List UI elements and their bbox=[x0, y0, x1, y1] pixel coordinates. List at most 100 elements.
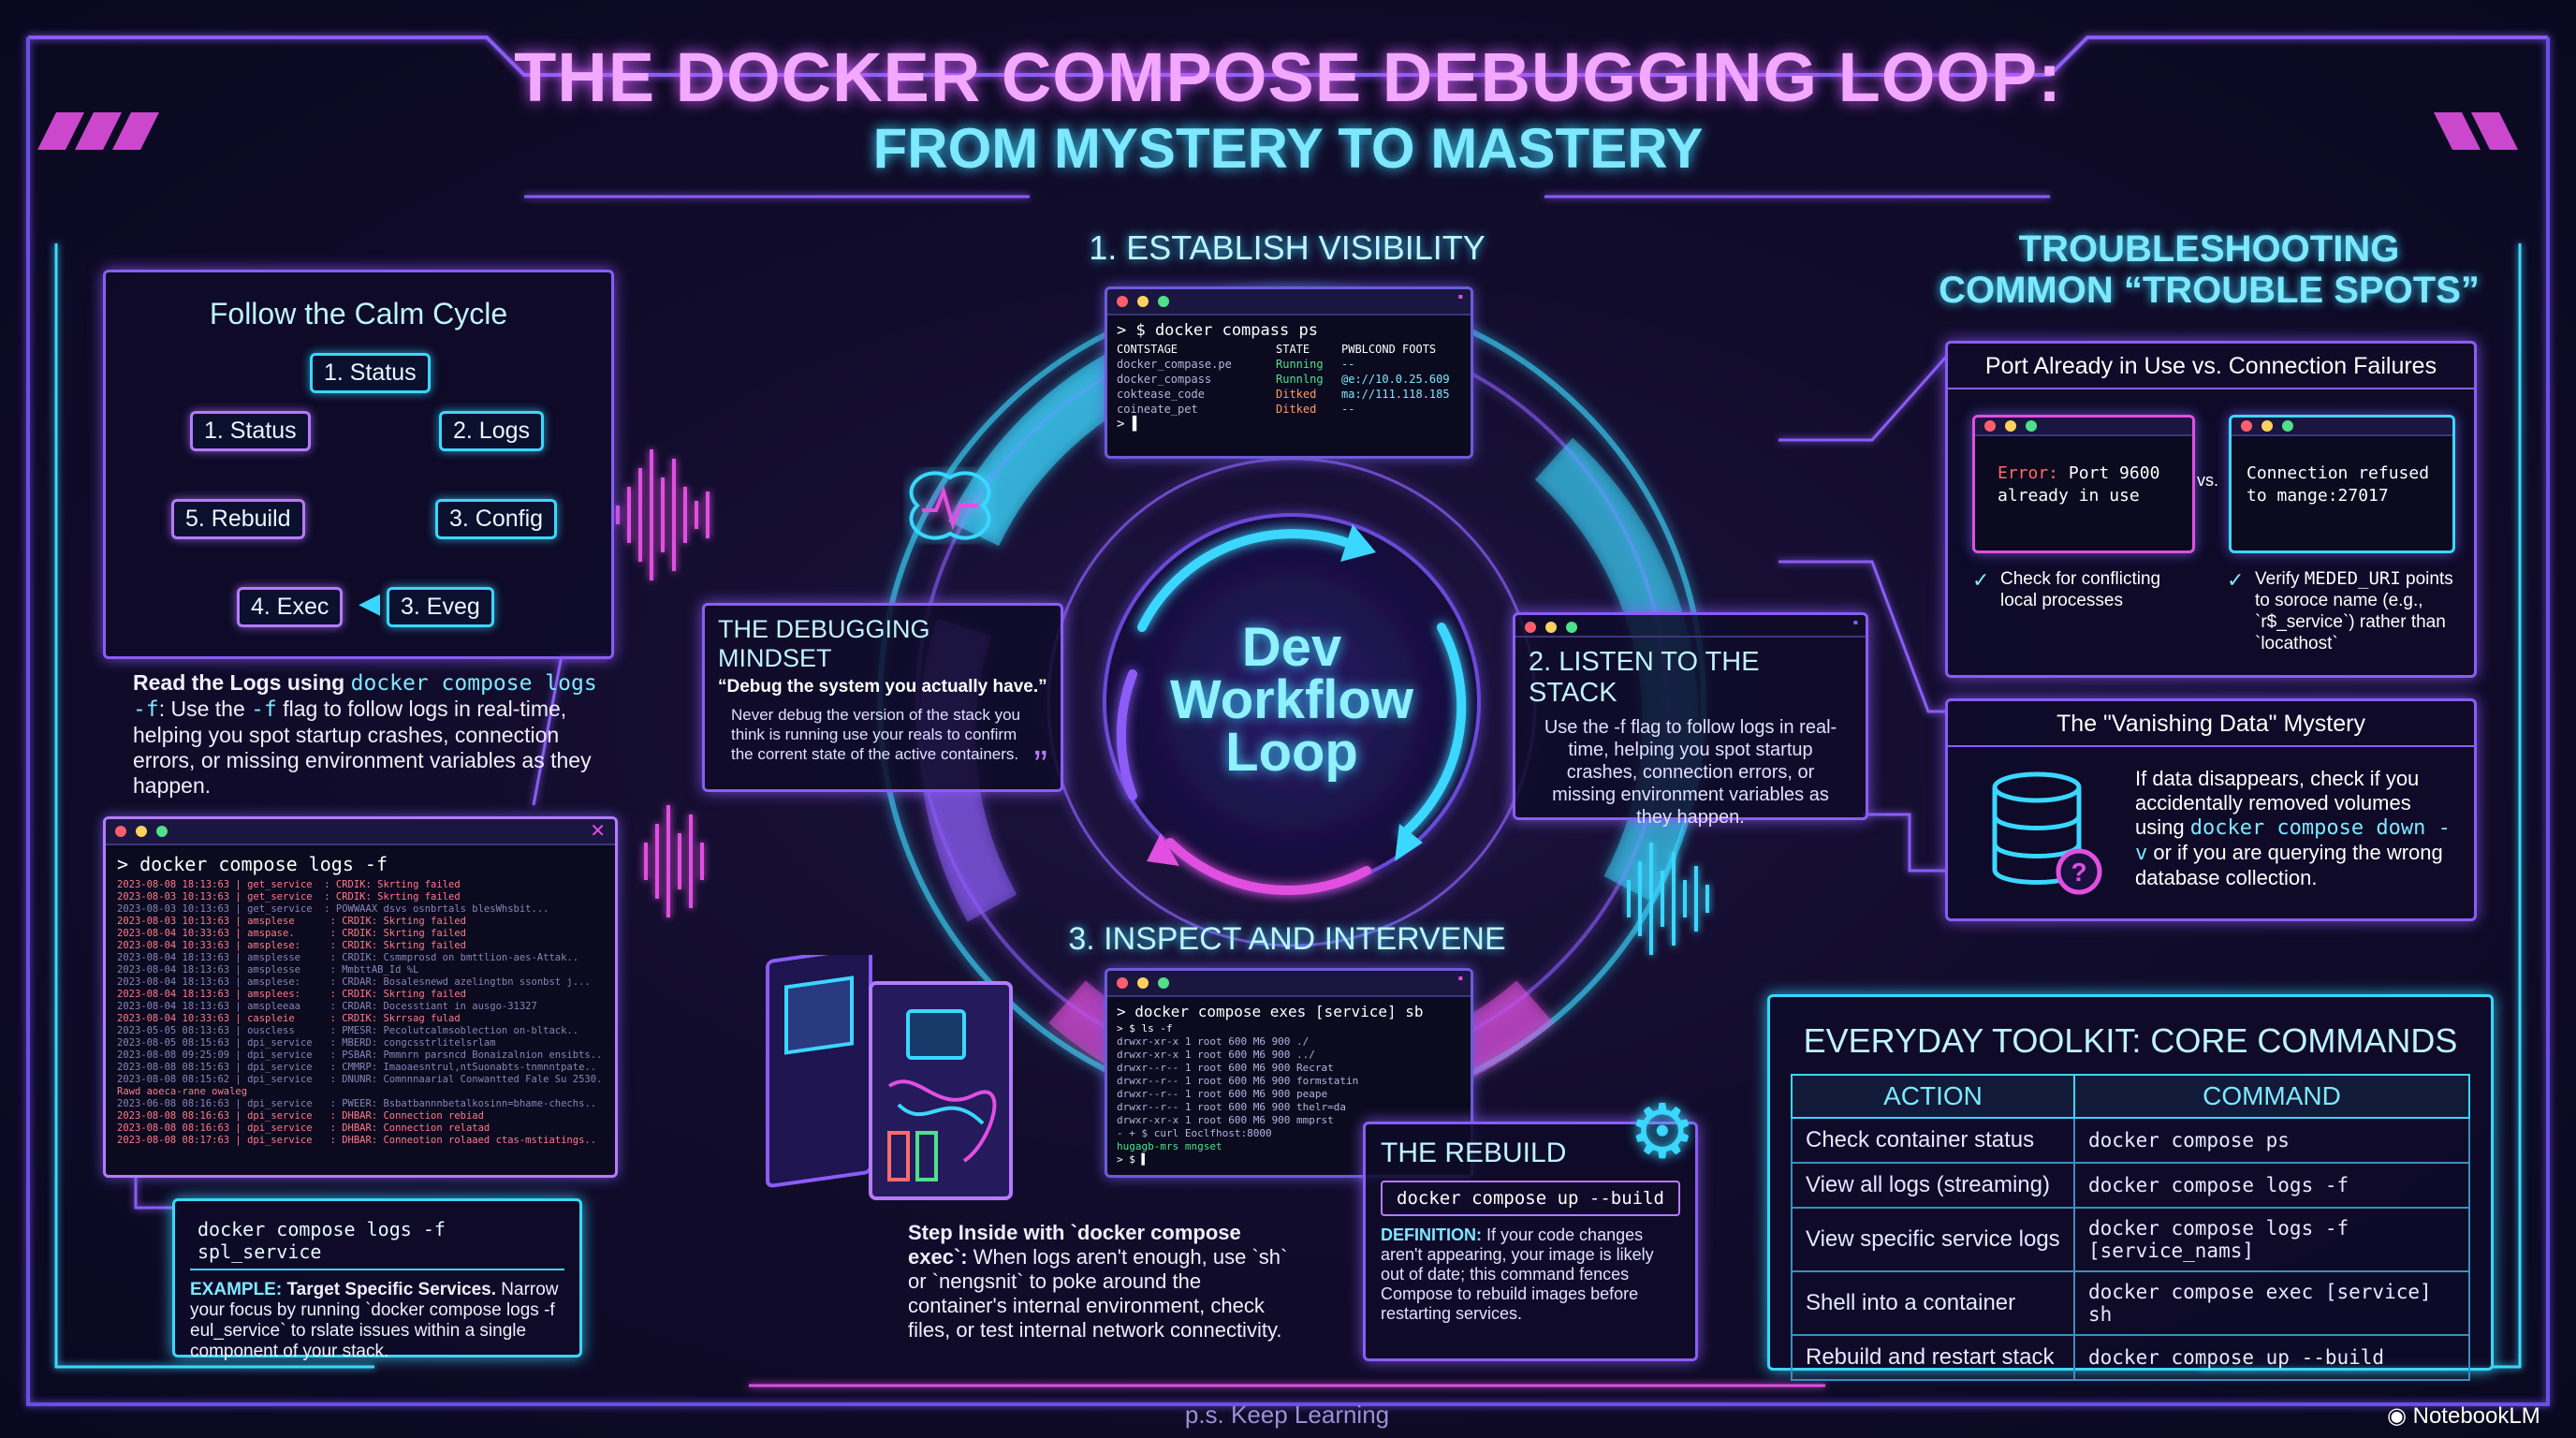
close-icon[interactable]: ▪ bbox=[1457, 971, 1463, 987]
toolkit-command[interactable]: docker compose logs -f [service_nams] bbox=[2073, 1207, 2470, 1272]
vanishing-cmd: docker compose down -v bbox=[2135, 816, 2451, 865]
center-title: Dev Workflow Loop bbox=[1105, 617, 1479, 783]
exec-line: drwxr-xr-x 1 root 600 M6 900 ../ bbox=[1117, 1049, 1315, 1061]
log-line: 2023-08-08 09:25:09 | dpi_service : PSBA… bbox=[117, 1049, 603, 1061]
calm-step: 2. Logs bbox=[439, 411, 545, 451]
log-line: Rawd aoeca-rane owaleg bbox=[117, 1086, 248, 1097]
troubleshooting-line2: COMMON “TROUBLE SPOTS” bbox=[1939, 270, 2480, 311]
ps-header: STATE bbox=[1276, 343, 1310, 356]
ps-cell: docker_compase.pe bbox=[1117, 358, 1232, 371]
center-line3: Loop bbox=[1225, 722, 1358, 783]
ps-header: CONTSTAGE bbox=[1117, 343, 1178, 356]
log-line: 2023-08-04 10:33:63 | amsplese: : CRDIK:… bbox=[117, 940, 466, 951]
rebuild-body: If your code changes aren't appearing, y… bbox=[1381, 1225, 1654, 1323]
center-line1: Dev bbox=[1241, 617, 1342, 678]
step1-title: 1. ESTABLISH VISIBILITY bbox=[1089, 228, 1486, 267]
exec-line: drwxr--r-- 1 root 600 M6 900 formstatin bbox=[1117, 1075, 1359, 1087]
log-line: 2023-08-04 18:13:63 | amsplesse : MmbttA… bbox=[117, 964, 419, 976]
log-line: 2023-08-05 08:15:63 | dpi_service : MBER… bbox=[117, 1037, 496, 1049]
ps-cell: -- bbox=[1341, 358, 1355, 371]
error-text2: already in use bbox=[1998, 486, 2140, 506]
example-cmd: docker compose logs -f spl_service bbox=[190, 1212, 564, 1270]
check-icon: ✓ bbox=[1972, 568, 1990, 592]
exec-line: drwxr--r-- 1 root 600 M6 900 peape bbox=[1117, 1088, 1328, 1100]
toolkit-command[interactable]: docker compose ps bbox=[2073, 1117, 2470, 1164]
ps-cell: ma://111.118.185 bbox=[1341, 388, 1450, 401]
log-line: 2023-08-04 18:13:63 | amspleeaa : CRDAR:… bbox=[117, 1001, 537, 1012]
conn-text: Connection refused to mange:27017 bbox=[2232, 436, 2452, 507]
log-line: 2023-08-03 10:13:63 | amsplese : CRDIK: … bbox=[117, 916, 466, 927]
log-line: 2023-08-08 08:17:63 | dpi_service : DHBA… bbox=[117, 1135, 597, 1146]
read-logs-colon: : bbox=[158, 697, 166, 721]
error-label: Error: bbox=[1998, 463, 2059, 483]
port-title: Port Already in Use vs. Connection Failu… bbox=[1948, 344, 2474, 389]
mindset-title: THE DEBUGGING MINDSET bbox=[718, 615, 930, 672]
exec-line: > $ ▌ bbox=[1117, 1153, 1149, 1166]
mindset-quote: “Debug the system you actually have.” bbox=[718, 677, 1047, 697]
check2-var: MEDED_URI bbox=[2304, 568, 2401, 589]
check2-mid: points to soroce name (e.g., `r$_service… bbox=[2255, 569, 2453, 653]
calm-step: 4. Exec bbox=[237, 587, 344, 627]
calm-step: 1. Status bbox=[310, 353, 431, 393]
toolkit-command[interactable]: docker compose exec [service] sh bbox=[2073, 1270, 2470, 1336]
ps-prompt: > $ docker compass ps bbox=[1117, 321, 1318, 340]
rebuild-text: DEFINITION: If your code changes aren't … bbox=[1366, 1216, 1695, 1333]
page-title: THE DOCKER COMPOSE DEBUGGING LOOP: bbox=[514, 38, 2062, 116]
log-line: 2023-08-04 10:33:63 | amspase. : CRDIK: … bbox=[117, 928, 466, 939]
log-line: 2023-08-04 18:13:63 | amsplesse : CRDIK:… bbox=[117, 952, 579, 963]
close-icon[interactable]: ▪ bbox=[1852, 615, 1858, 631]
ps-row: coineate_pet Ditked -- bbox=[1117, 402, 1461, 417]
logs-prompt: > docker compose logs -f bbox=[117, 853, 388, 875]
toolkit-col-action: ACTION bbox=[1791, 1074, 2075, 1119]
step3-title: 3. INSPECT AND INTERVENE bbox=[1068, 921, 1506, 957]
calm-step: 5. Rebuild bbox=[171, 499, 305, 539]
close-icon[interactable]: ▪ bbox=[1457, 289, 1463, 305]
toolkit-action: View all logs (streaming) bbox=[1791, 1162, 2075, 1209]
ps-terminal: ▪ > $ docker compass ps CONTSTAGE STATE PW… bbox=[1105, 286, 1473, 459]
ps-cell: coktease_code bbox=[1117, 388, 1205, 401]
log-line: 2023-08-08 08:16:63 | dpi_service : DHBA… bbox=[117, 1123, 490, 1134]
log-line: 2023-08-04 18:13:63 | amsplese: : CRDAR:… bbox=[117, 976, 591, 988]
log-line: 2023-06-08 08:16:63 | dpi_service : PWEE… bbox=[117, 1098, 597, 1109]
calm-step: 3. Eveg bbox=[387, 587, 494, 627]
troubleshooting-title: TROUBLESHOOTING COMMON “TROUBLE SPOTS” bbox=[1928, 228, 2490, 311]
exec-line: - + $ curl Eoclfhost:8000 bbox=[1117, 1127, 1272, 1139]
log-lines: 2023-08-08 18:13:63 | get_service : CRDI… bbox=[106, 879, 615, 1147]
close-icon[interactable]: ✕ bbox=[590, 821, 606, 842]
ps-cell: Ditked bbox=[1276, 403, 1317, 416]
vanishing-body-post: or if you are querying the wrong databas… bbox=[2135, 841, 2443, 889]
toolkit-command[interactable]: docker compose up --build bbox=[2073, 1334, 2470, 1381]
gear-icon: ⚙ bbox=[1629, 1090, 1696, 1173]
toolkit-panel: EVERYDAY TOOLKIT: CORE COMMANDS ACTION C… bbox=[1767, 994, 2494, 1381]
read-logs-body-pre: Use the bbox=[170, 697, 252, 721]
exec-line: hugagb-mrs mngset bbox=[1117, 1140, 1222, 1152]
step2-title: 2. LISTEN TO THE STACK bbox=[1529, 647, 1760, 708]
toolkit-command[interactable]: docker compose logs -f bbox=[2073, 1162, 2470, 1209]
check2-pre: Verify bbox=[2255, 569, 2305, 589]
vanishing-panel: The "Vanishing Data" Mystery ? If data d… bbox=[1945, 698, 2477, 921]
ps-cell: coineate_pet bbox=[1117, 403, 1198, 416]
ps-cell: docker_compass bbox=[1117, 373, 1212, 386]
rebuild-label: DEFINITION: bbox=[1381, 1225, 1482, 1244]
brand-name: NotebookLM bbox=[2412, 1403, 2540, 1429]
mindset-body: Never debug the version of the stack you… bbox=[731, 706, 1021, 763]
port-panel: Port Already in Use vs. Connection Failu… bbox=[1945, 341, 2477, 678]
ps-header: PWBLCOND FOOTS bbox=[1341, 343, 1437, 356]
brain-icon bbox=[909, 471, 991, 540]
server-cabinet-illustration bbox=[766, 955, 1013, 1200]
error-text: Error: Port 9600 already in use bbox=[1975, 436, 2192, 507]
example-text: EXAMPLE: Target Specific Services. Narro… bbox=[175, 1270, 579, 1372]
step-inside-body: When logs aren't enough, use `sh` or `ne… bbox=[908, 1245, 1288, 1342]
log-line: 2023-08-08 08:15:63 | dpi_service : CMMR… bbox=[117, 1062, 597, 1073]
exec-line: drwxr-xr-x 1 root 600 M6 900 mmprst bbox=[1117, 1114, 1334, 1126]
mindset-close-quote: ” bbox=[1033, 742, 1047, 788]
exec-prompt: > docker compose exes [service] sb bbox=[1117, 1003, 1424, 1020]
ps-cell: -- bbox=[1341, 403, 1355, 416]
toolkit-action: Rebuild and restart stack bbox=[1791, 1334, 2075, 1381]
toolkit-title: EVERYDAY TOOLKIT: CORE COMMANDS bbox=[1803, 1021, 2458, 1060]
toolkit-col-command: COMMAND bbox=[2073, 1074, 2470, 1119]
